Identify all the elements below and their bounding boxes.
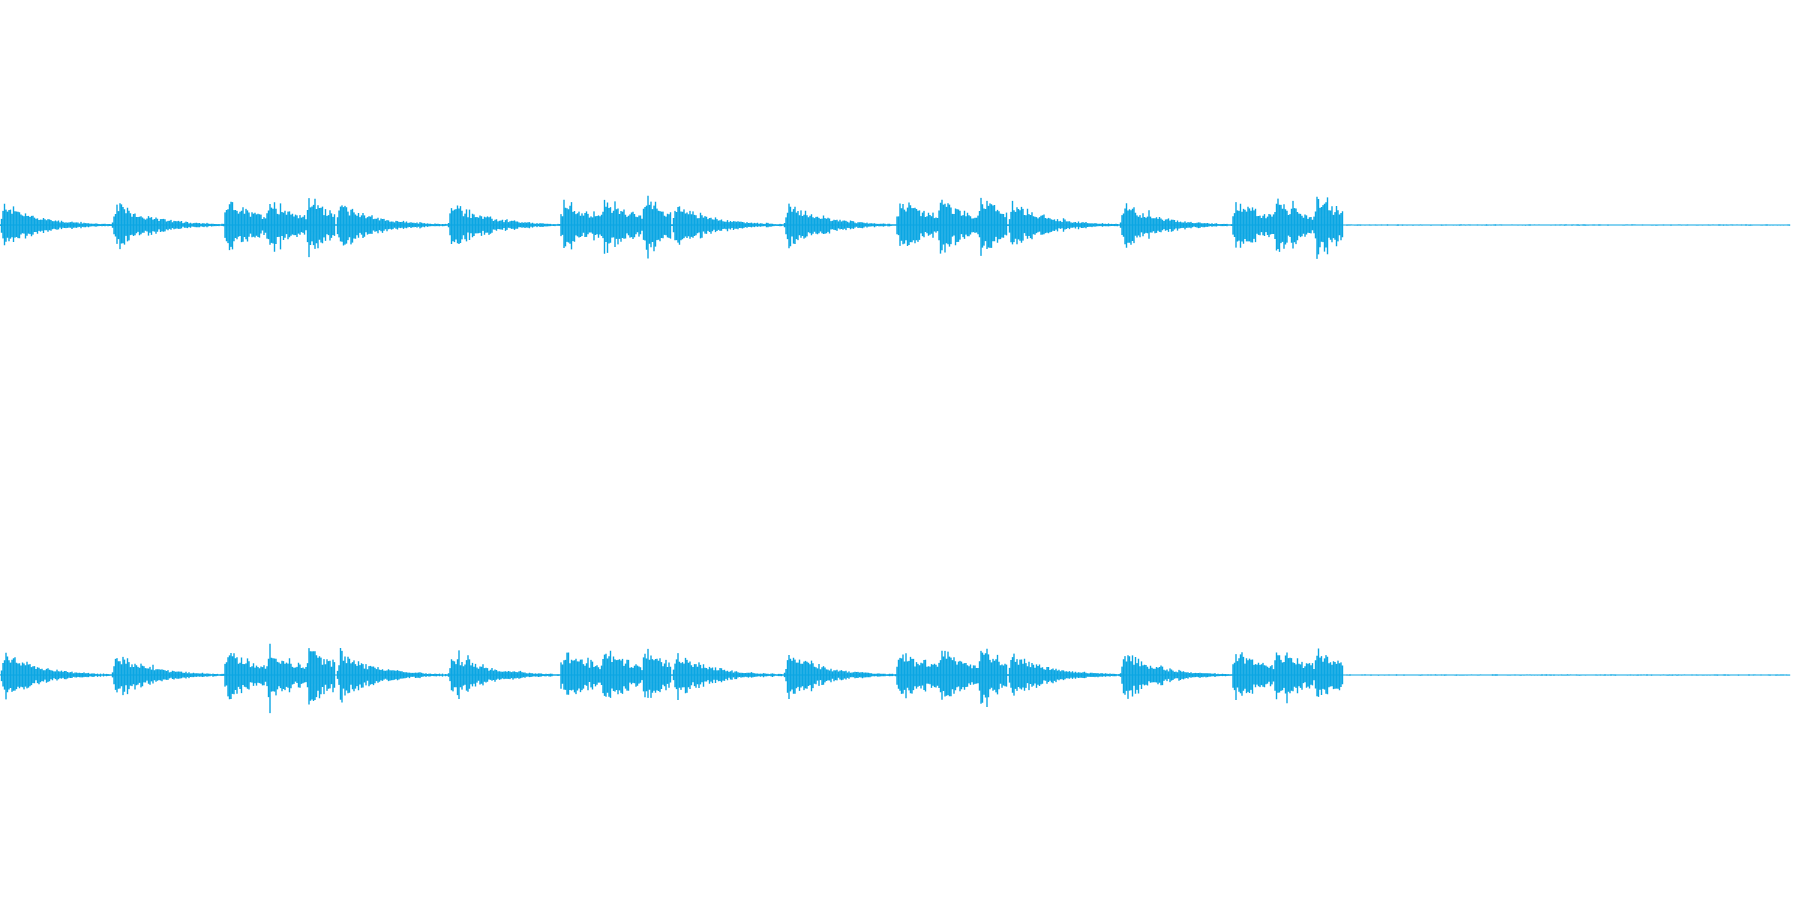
waveform-channel-right: [0, 643, 1791, 714]
waveform-trace-right: [0, 643, 1791, 714]
waveform-trace-left: [0, 195, 1791, 259]
waveform-channel-left: [0, 195, 1791, 259]
